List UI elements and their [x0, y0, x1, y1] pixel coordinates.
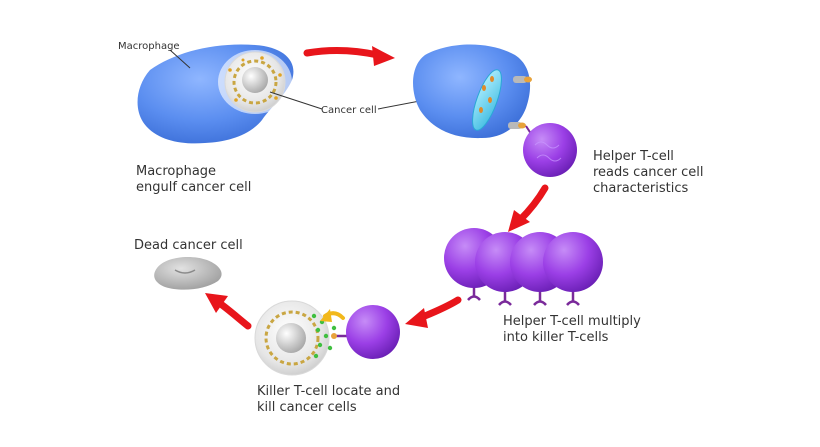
arrow-step1-to-step2 [303, 47, 382, 59]
step2-caption-line1: Helper T-cell [593, 149, 674, 164]
presenting-macrophage [413, 44, 531, 139]
killer-t-cell-group: Helper T-cell multiply into killer T-cel… [444, 228, 641, 345]
step2-caption-line3: characteristics [593, 181, 688, 196]
helper-t-cell [523, 123, 577, 177]
dead-cell-label: Dead cancer cell [134, 238, 243, 253]
macrophage-leader-line [169, 49, 191, 69]
macrophage-label: Macrophage [118, 41, 180, 52]
macrophage-engulfing-cell: Macrophage Macrophage engulf cancer cell [118, 41, 294, 195]
arrow-step4-to-step5 [214, 298, 252, 330]
antigen-fragment [472, 69, 502, 131]
cancer-nucleus [242, 67, 268, 93]
step4-caption-line2: kill cancer cells [257, 400, 357, 415]
arrow-step3-to-step4 [416, 296, 462, 322]
arrow-step2-to-step3 [516, 184, 549, 224]
antigen-presentation: Helper T-cell reads cancer cell characte… [413, 44, 704, 196]
attacking-killer-t-cell [346, 305, 400, 359]
step3-caption-line2: into killer T-cells [503, 330, 609, 345]
killer-t-cell [543, 232, 603, 306]
step3-caption-line1: Helper T-cell multiply [503, 314, 641, 329]
step1-caption-line1: Macrophage [136, 164, 216, 179]
step4-caption-line1: Killer T-cell locate and [257, 384, 400, 399]
receptor-bottom [508, 122, 526, 129]
cancer-cell-label: Cancer cell [321, 105, 377, 116]
dead-cancer-cell-group: Dead cancer cell [134, 238, 243, 290]
killer-t-cell-attack: Killer T-cell locate and kill cancer cel… [254, 300, 400, 415]
step1-caption-line2: engulf cancer cell [136, 180, 251, 195]
receptor-top [513, 76, 532, 83]
step2-caption-line2: reads cancer cell [593, 165, 704, 180]
